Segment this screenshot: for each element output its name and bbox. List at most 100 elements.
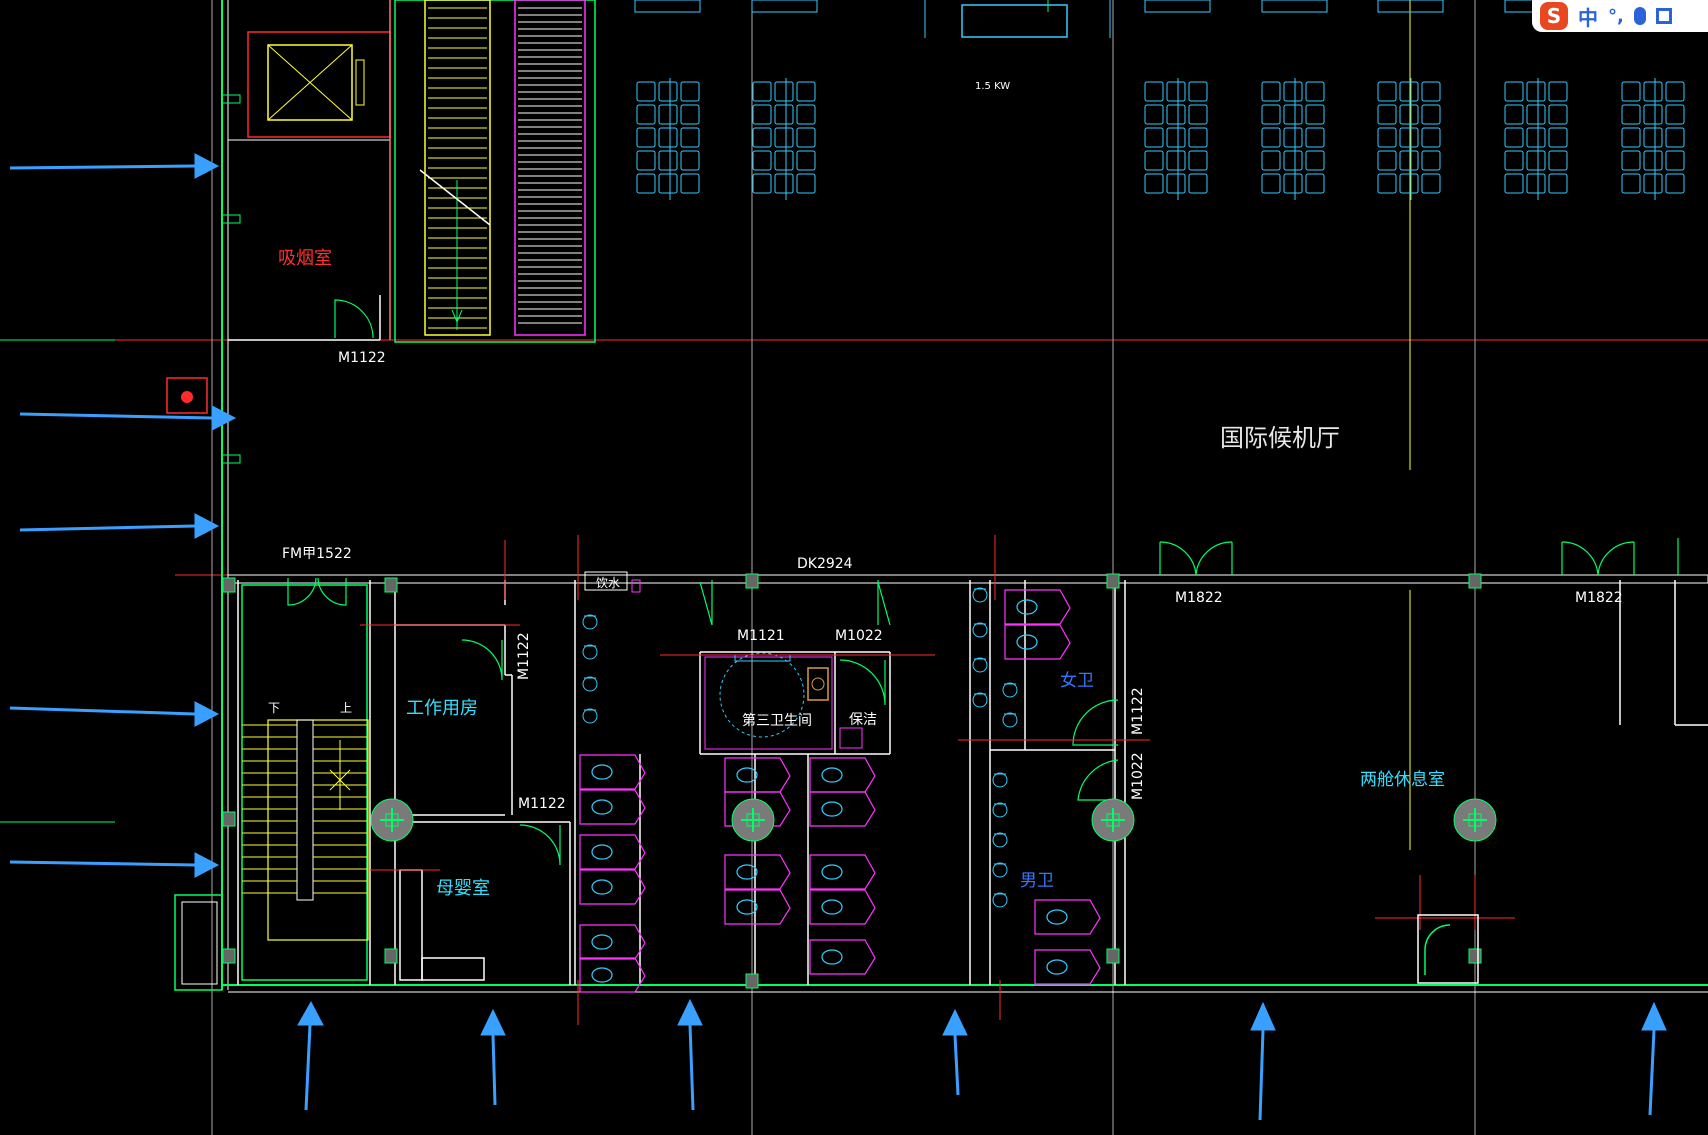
toilet-stall-12 xyxy=(809,791,876,827)
annotation-arrows xyxy=(9,153,1667,1121)
label-power-rating: 1.5 KW xyxy=(975,81,1010,92)
toilet-stall-10 xyxy=(724,889,791,925)
label-lounge: 国际候机厅 xyxy=(1220,424,1340,452)
seating-group-2 xyxy=(752,78,816,200)
arrow-up-1 xyxy=(297,1000,324,1111)
microphone-icon[interactable] xyxy=(1633,7,1646,25)
room-labels: 吸烟室 国际候机厅 工作用房 母婴室 第三卫生间 保洁 女卫 男卫 两舱休息室 … xyxy=(268,81,1445,899)
label-two-cabin-rest: 两舱休息室 xyxy=(1360,770,1445,790)
urinal-10 xyxy=(1002,712,1018,728)
urinal-15 xyxy=(992,892,1008,908)
door-label-m1122-vertical: M1122 xyxy=(516,632,532,680)
door-label-m1122-low: M1122 xyxy=(518,796,566,812)
door-label-m1022-wc: M1022 xyxy=(1130,752,1146,800)
round-column-4 xyxy=(1453,798,1497,842)
lower-stair xyxy=(241,584,369,981)
door-label-fm1522: FM甲1522 xyxy=(282,546,352,562)
seating-group-6 xyxy=(1504,78,1568,200)
toolbox-grid-icon[interactable] xyxy=(1655,8,1672,24)
label-third-toilet: 第三卫生间 xyxy=(742,712,812,729)
ime-language-toggle[interactable]: 中 xyxy=(1578,5,1598,30)
door-label-dk2924: DK2924 xyxy=(797,556,853,572)
structural-columns xyxy=(222,573,1482,989)
door-swings xyxy=(287,538,1679,866)
round-column-2 xyxy=(731,798,775,842)
arrow-up-4 xyxy=(942,1008,968,1096)
seating-group-4 xyxy=(1261,78,1325,200)
column-4 xyxy=(1106,573,1120,589)
toilet-stall-18 xyxy=(1034,899,1101,935)
column-10 xyxy=(1106,948,1120,964)
toilet-stall-15 xyxy=(809,939,876,975)
label-female-wc: 女卫 xyxy=(1060,671,1094,691)
column-9 xyxy=(745,973,759,989)
fire-alarm-symbol xyxy=(166,377,208,414)
sogou-logo-icon[interactable]: S xyxy=(1540,2,1568,30)
urinal-12 xyxy=(992,802,1008,818)
arrow-left-4 xyxy=(9,701,220,727)
arrow-left-5 xyxy=(9,852,220,878)
door-label-m1121: M1121 xyxy=(737,628,785,644)
dispenser-box xyxy=(1417,914,1479,984)
toilet-stall-16 xyxy=(1004,589,1071,625)
arrow-left-1 xyxy=(9,153,220,179)
toilet-stall-3 xyxy=(579,834,646,870)
label-stair-down: 下 xyxy=(268,701,280,715)
urinal-5 xyxy=(972,587,988,603)
round-column-1 xyxy=(370,798,414,842)
urinal-3 xyxy=(582,676,598,692)
arrow-up-2 xyxy=(480,1008,506,1106)
arrow-up-6 xyxy=(1641,1001,1667,1116)
label-smoking-room: 吸烟室 xyxy=(278,248,332,269)
ime-toolbar[interactable]: S 中 °, xyxy=(1532,0,1708,32)
urinal-14 xyxy=(992,862,1008,878)
red-ticks xyxy=(360,0,1515,1025)
door-label-m1122-top: M1122 xyxy=(338,350,386,366)
column-5 xyxy=(1468,573,1482,589)
column-8 xyxy=(384,948,398,964)
toilet-stall-9 xyxy=(724,854,791,890)
label-cleaning-room: 保洁 xyxy=(849,712,877,728)
toilet-stall-14 xyxy=(809,889,876,925)
urinal-8 xyxy=(972,692,988,708)
label-stair-up: 上 xyxy=(340,701,352,715)
arrow-left-3 xyxy=(19,513,220,539)
column-3 xyxy=(745,573,759,589)
urinal-1 xyxy=(582,614,598,630)
toilet-stall-1 xyxy=(579,754,646,790)
toilet-stall-4 xyxy=(579,869,646,905)
seating-group-7 xyxy=(1621,78,1685,200)
seating-group-1 xyxy=(636,78,700,200)
ime-punctuation-toggle[interactable]: °, xyxy=(1608,5,1624,27)
seating-groups xyxy=(636,78,1685,200)
arrow-up-3 xyxy=(677,998,703,1111)
urinal-13 xyxy=(992,832,1008,848)
door-label-m1122-wc: M1122 xyxy=(1130,687,1146,735)
column-7 xyxy=(222,948,236,964)
urinal-9 xyxy=(1002,682,1018,698)
toilet-stall-6 xyxy=(579,957,646,993)
toilet-stall-13 xyxy=(809,854,876,890)
smoking-room-walls xyxy=(221,94,381,464)
door-label-m1022: M1022 xyxy=(835,628,883,644)
toilet-stall-5 xyxy=(579,924,646,960)
round-column-symbols xyxy=(370,798,1497,842)
column-11 xyxy=(1468,948,1482,964)
door-label-m1822-b: M1822 xyxy=(1575,590,1623,606)
toilet-stall-2 xyxy=(579,789,646,825)
column-6 xyxy=(222,811,236,827)
round-column-3 xyxy=(1091,798,1135,842)
seating-group-3 xyxy=(1144,78,1208,200)
urinal-2 xyxy=(582,644,598,660)
toilet-stall-11 xyxy=(809,757,876,793)
door-labels: M1122 FM甲1522 DK2924 M1822 M1822 M1122 M… xyxy=(282,350,1623,812)
column-2 xyxy=(384,577,398,593)
toilet-stall-7 xyxy=(724,757,791,793)
label-male-wc: 男卫 xyxy=(1020,871,1054,891)
arrow-up-5 xyxy=(1250,1001,1276,1121)
column-1 xyxy=(222,577,236,593)
urinal-7 xyxy=(972,657,988,673)
drinking-water-box xyxy=(584,571,641,593)
urinal-11 xyxy=(992,772,1008,788)
